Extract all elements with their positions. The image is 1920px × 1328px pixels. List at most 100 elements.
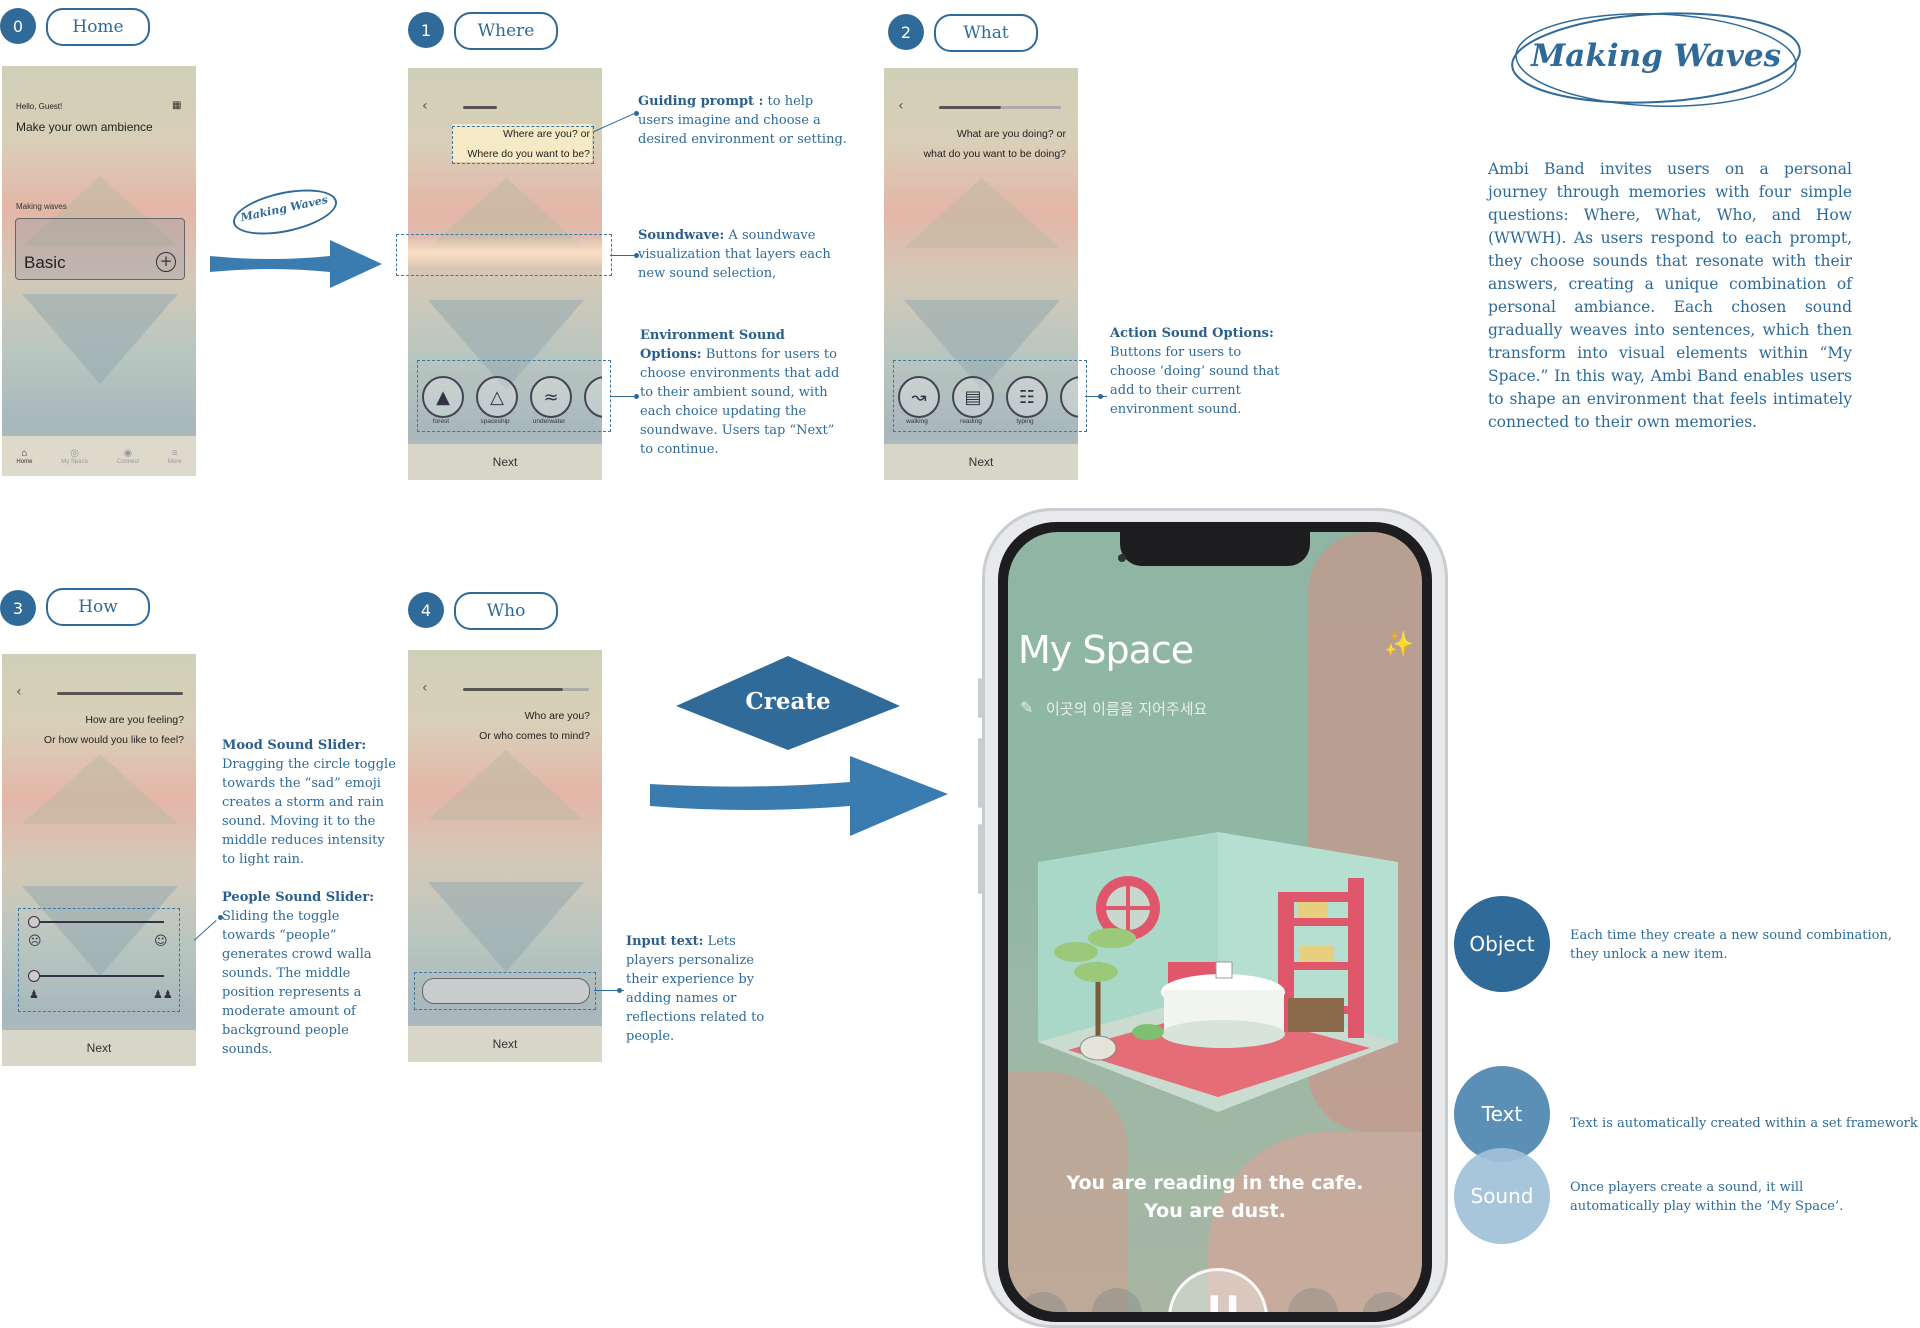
note-action: Action Sound Options: Buttons for users … — [1110, 324, 1280, 419]
back-icon[interactable]: ‹ — [16, 684, 22, 700]
my-space-title: My Space — [1018, 628, 1194, 672]
basic-card[interactable]: Basic + — [15, 218, 185, 280]
who-next-button[interactable]: Next — [408, 1026, 602, 1062]
brand-ellipse — [1511, 12, 1801, 107]
brand-description: Ambi Band invites users on a personal jo… — [1488, 160, 1852, 431]
name-input[interactable] — [422, 978, 590, 1004]
back-icon[interactable]: ‹ — [422, 680, 428, 696]
room-illustration — [1038, 832, 1398, 1112]
mood-slider-handle[interactable] — [28, 916, 40, 928]
input-highlight — [414, 972, 596, 1010]
globe-icon: ◉ — [123, 447, 133, 459]
connector-dot — [634, 253, 639, 258]
add-icon[interactable]: + — [156, 252, 176, 272]
brand-title: Making Waves — [1530, 38, 1782, 74]
note-env: Environment Sound Options: Buttons for u… — [640, 326, 846, 459]
how-next-button[interactable]: Next — [2, 1030, 196, 1066]
how-question-1: How are you feeling? — [85, 714, 184, 726]
tab-connect[interactable]: ◉Connect — [117, 448, 139, 465]
what-next-button[interactable]: Next — [884, 444, 1078, 480]
connector-dot — [634, 394, 639, 399]
people-slider-handle[interactable] — [28, 970, 40, 982]
pencil-icon[interactable]: ✎ — [1020, 698, 1034, 717]
note-input-body: Lets players personalize their experienc… — [626, 934, 765, 1044]
home-icon: ⌂ — [21, 447, 28, 459]
brand-logo: Making Waves — [1508, 4, 1804, 112]
note-input: Input text: Lets players personalize the… — [626, 932, 770, 1046]
my-space-screen: My Space ✨ ✎ 이곳의 이름을 지어주세요 — [1008, 532, 1422, 1312]
step-3-label[interactable]: How — [46, 588, 150, 626]
tab-home-label: Home — [16, 458, 33, 465]
menu-icon: ≡ — [171, 447, 178, 459]
what-screen: ‹ What are you doing? or what do you wan… — [884, 68, 1078, 480]
who-question-2: Or who comes to mind? — [479, 730, 590, 742]
mood-slider-track — [34, 921, 164, 923]
env-highlight — [417, 360, 611, 432]
phone-side-button — [978, 738, 982, 808]
back-icon[interactable]: ‹ — [422, 98, 428, 114]
people-icon: ♟♟ — [153, 988, 173, 1001]
making-waves-badge-small: Making Waves — [228, 181, 342, 243]
note-env-body: Buttons for users to choose environments… — [640, 347, 840, 457]
connector-input — [594, 990, 624, 991]
where-next-button[interactable]: Next — [408, 444, 602, 480]
where-question-1: Where are you? or — [503, 128, 590, 140]
phone-side-button — [978, 678, 982, 718]
sound-description: Once players create a sound, it will aut… — [1570, 1180, 1844, 1214]
progress-bar — [463, 106, 497, 109]
note-soundwave: Soundwave: A soundwave visualization tha… — [638, 226, 850, 283]
progress-track — [1001, 106, 1061, 109]
step-0-number: 0 — [0, 8, 36, 44]
step-1-number: 1 — [408, 12, 444, 48]
tab-my-space-label: My Space — [61, 458, 88, 465]
space-name-input[interactable]: 이곳의 이름을 지어주세요 — [1046, 700, 1208, 718]
tab-more-label: More — [167, 458, 182, 465]
note-mood-body: Dragging the circle toggle towards the “… — [222, 757, 396, 867]
action-highlight — [893, 360, 1087, 432]
note-people-body: Sliding the toggle towards “people” gene… — [222, 909, 372, 1057]
keyboard-icon[interactable]: ☷ — [1006, 376, 1048, 418]
question-box — [452, 124, 592, 162]
guiding-highlight — [452, 126, 594, 164]
where-question-2: Where do you want to be? — [467, 148, 590, 160]
step-1-label[interactable]: Where — [454, 12, 558, 50]
underwater-label: underwater — [532, 418, 566, 425]
forest-icon[interactable]: ▲ — [422, 376, 464, 418]
book-icon[interactable]: ▤ — [952, 376, 994, 418]
spaceship-icon[interactable]: △ — [476, 376, 518, 418]
step-4-label[interactable]: Who — [454, 592, 558, 630]
connector-dot — [1098, 394, 1103, 399]
underwater-icon[interactable]: ≈ — [530, 376, 572, 418]
text-description: Text is automatically created within a s… — [1570, 1116, 1918, 1131]
back-icon[interactable]: ‹ — [898, 98, 904, 114]
typing-label: typing — [1016, 418, 1034, 425]
home-screen: Hello, Guest! ▦ Make your own ambience M… — [2, 66, 196, 476]
sentence-1: You are reading in the cafe. — [1066, 1172, 1364, 1194]
how-screen: ‹ How are you feeling? Or how would you … — [2, 654, 196, 1066]
note-guiding: Guiding prompt : to help users imagine a… — [638, 92, 850, 149]
progress-bar — [463, 688, 563, 691]
tab-my-space[interactable]: ◎My Space — [61, 448, 88, 465]
step-3-number: 3 — [0, 590, 36, 626]
calendar-icon[interactable]: ▦ — [172, 100, 182, 111]
walking-icon[interactable]: ↝ — [898, 376, 940, 418]
happy-emoji-icon: ☺ — [154, 934, 168, 949]
tab-home[interactable]: ⌂Home — [16, 448, 32, 465]
note-people: People Sound Slider: Sliding the toggle … — [222, 888, 388, 1059]
slider-highlight — [18, 908, 180, 1012]
note-guiding-title: Guiding prompt : — [638, 94, 764, 109]
progress-bar — [57, 692, 183, 695]
arrow-right-2 — [650, 756, 948, 836]
connector-people — [193, 920, 217, 941]
step-0-label[interactable]: Home — [46, 8, 150, 46]
tab-more[interactable]: ≡More — [168, 448, 182, 465]
magic-wand-icon[interactable]: ✨ — [1384, 630, 1414, 658]
create-badge[interactable]: Create — [676, 656, 900, 750]
person-icon: ♟ — [29, 988, 39, 1001]
connector-dot — [218, 915, 223, 920]
step-2-label[interactable]: What — [934, 14, 1038, 52]
create-diamond — [676, 656, 900, 750]
connector-dot — [617, 988, 622, 993]
step-2-number: 2 — [888, 14, 924, 50]
soundwave-highlight — [396, 234, 612, 276]
